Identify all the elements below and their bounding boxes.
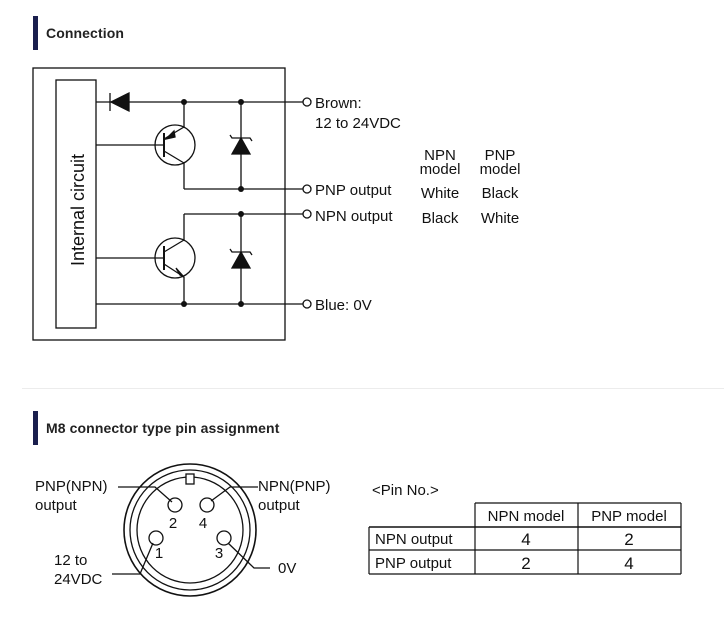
internal-circuit-box — [55, 79, 97, 329]
junction-dots — [181, 99, 244, 307]
section-divider — [22, 388, 724, 389]
pnp-model-heading-2: model — [480, 161, 521, 178]
pnp-transistor-symbol — [96, 124, 196, 166]
pin-1 — [148, 530, 164, 546]
connection-title: Connection — [46, 25, 124, 41]
pin-2-number: 2 — [169, 515, 177, 532]
m8-label-pnp-npn-output: output — [35, 497, 78, 514]
pin-4 — [199, 497, 215, 513]
m8-label-0v: 0V — [278, 560, 296, 577]
pin-table-cell: 2 — [624, 530, 633, 549]
pin-table-header: PNP model — [591, 508, 667, 525]
brown-wire-label: Brown: — [315, 95, 362, 112]
pnp-output-label: PNP output — [315, 182, 392, 199]
pin-table-cell: 4 — [521, 530, 530, 549]
blue-wire-label: Blue: 0V — [315, 297, 372, 314]
section-accent-bar — [33, 411, 38, 445]
m8-label-pnp-npn: PNP(NPN) — [35, 478, 108, 495]
m8-label-supply-2: 24VDC — [54, 571, 103, 588]
npn-model-heading: NPN — [424, 147, 456, 164]
m8-connector-face — [112, 463, 270, 597]
pin-table-cell: 2 — [521, 554, 530, 573]
pin-1-number: 1 — [155, 545, 163, 562]
npn-transistor-symbol — [96, 237, 196, 279]
pin-2 — [167, 497, 183, 513]
wire-terminals — [302, 97, 312, 309]
m8-title: M8 connector type pin assignment — [46, 420, 280, 436]
npn-output-pnp-model-color: White — [481, 210, 519, 227]
brown-voltage-label: 12 to 24VDC — [315, 115, 401, 132]
upper-zener-diode — [229, 134, 253, 155]
npn-output-npn-model-color: Black — [422, 210, 459, 227]
pin-table-row-label: NPN output — [375, 531, 453, 548]
pin-table-cell: 4 — [624, 554, 633, 573]
m8-label-supply-1: 12 to — [54, 552, 87, 569]
pin-table-caption: <Pin No.> — [372, 482, 439, 499]
pin-3-number: 3 — [215, 545, 223, 562]
m8-label-npn-pnp-output: output — [258, 497, 301, 514]
pin-table-row-label: PNP output — [375, 555, 452, 572]
internal-circuit-label: Internal circuit — [68, 154, 88, 266]
m8-section-header: M8 connector type pin assignment — [33, 411, 279, 445]
lower-zener-diode — [229, 248, 253, 269]
sensor-body-frame — [32, 67, 286, 341]
pnp-model-heading: PNP — [485, 147, 516, 164]
pin-table-grid — [368, 502, 682, 575]
leader-npnpnp — [210, 486, 258, 502]
leader-0v — [227, 542, 270, 569]
npn-model-heading-2: model — [420, 161, 461, 178]
section-accent-bar — [33, 16, 38, 50]
pin-4-number: 4 — [199, 515, 207, 532]
supply-diode — [109, 91, 130, 113]
pnp-output-npn-model-color: White — [421, 185, 459, 202]
leader-pnpnpn — [118, 486, 173, 503]
connection-diagram — [32, 67, 312, 341]
npn-output-label: NPN output — [315, 208, 393, 225]
connection-section-header: Connection — [33, 16, 124, 50]
pin-3 — [216, 530, 232, 546]
pnp-output-pnp-model-color: Black — [482, 185, 519, 202]
m8-label-npn-pnp: NPN(PNP) — [258, 478, 331, 495]
leader-supply — [112, 542, 154, 575]
pin-table-header: NPN model — [488, 508, 565, 525]
